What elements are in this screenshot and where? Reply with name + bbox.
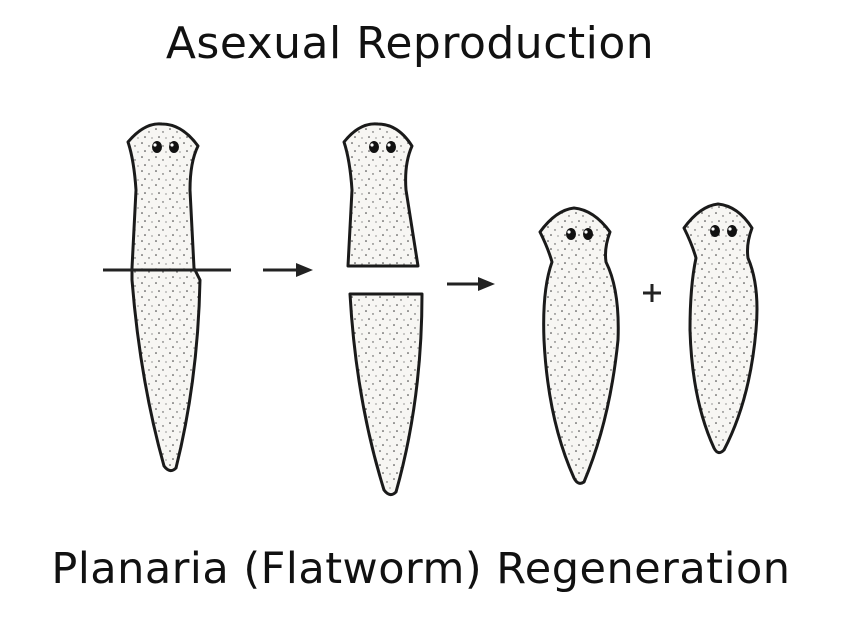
- diagram-title: Asexual Reproduction: [165, 18, 655, 69]
- eye-icon: [727, 225, 737, 237]
- eye-icon: [566, 228, 576, 240]
- worm-tail-piece: [348, 292, 424, 497]
- stage-regenerated-worms: [538, 202, 759, 485]
- plus-icon: [643, 284, 661, 302]
- eye-icon: [152, 141, 162, 153]
- eye-icon: [369, 141, 379, 153]
- eye-icon: [583, 228, 593, 240]
- worm-regenerated-left: [538, 206, 620, 485]
- eye-icon: [710, 225, 720, 237]
- arrow-icon: [263, 263, 313, 277]
- stage-whole-worm: [103, 122, 231, 473]
- stage-divided-halves: [342, 122, 424, 497]
- worm-regenerated-right: [682, 202, 759, 455]
- worm-whole-body: [126, 122, 202, 473]
- worm-head-piece: [342, 122, 420, 268]
- eye-icon: [386, 141, 396, 153]
- diagram-caption: Planaria (Flatworm) Regeneration: [51, 544, 791, 594]
- arrow-icon: [447, 277, 495, 291]
- eye-icon: [169, 141, 179, 153]
